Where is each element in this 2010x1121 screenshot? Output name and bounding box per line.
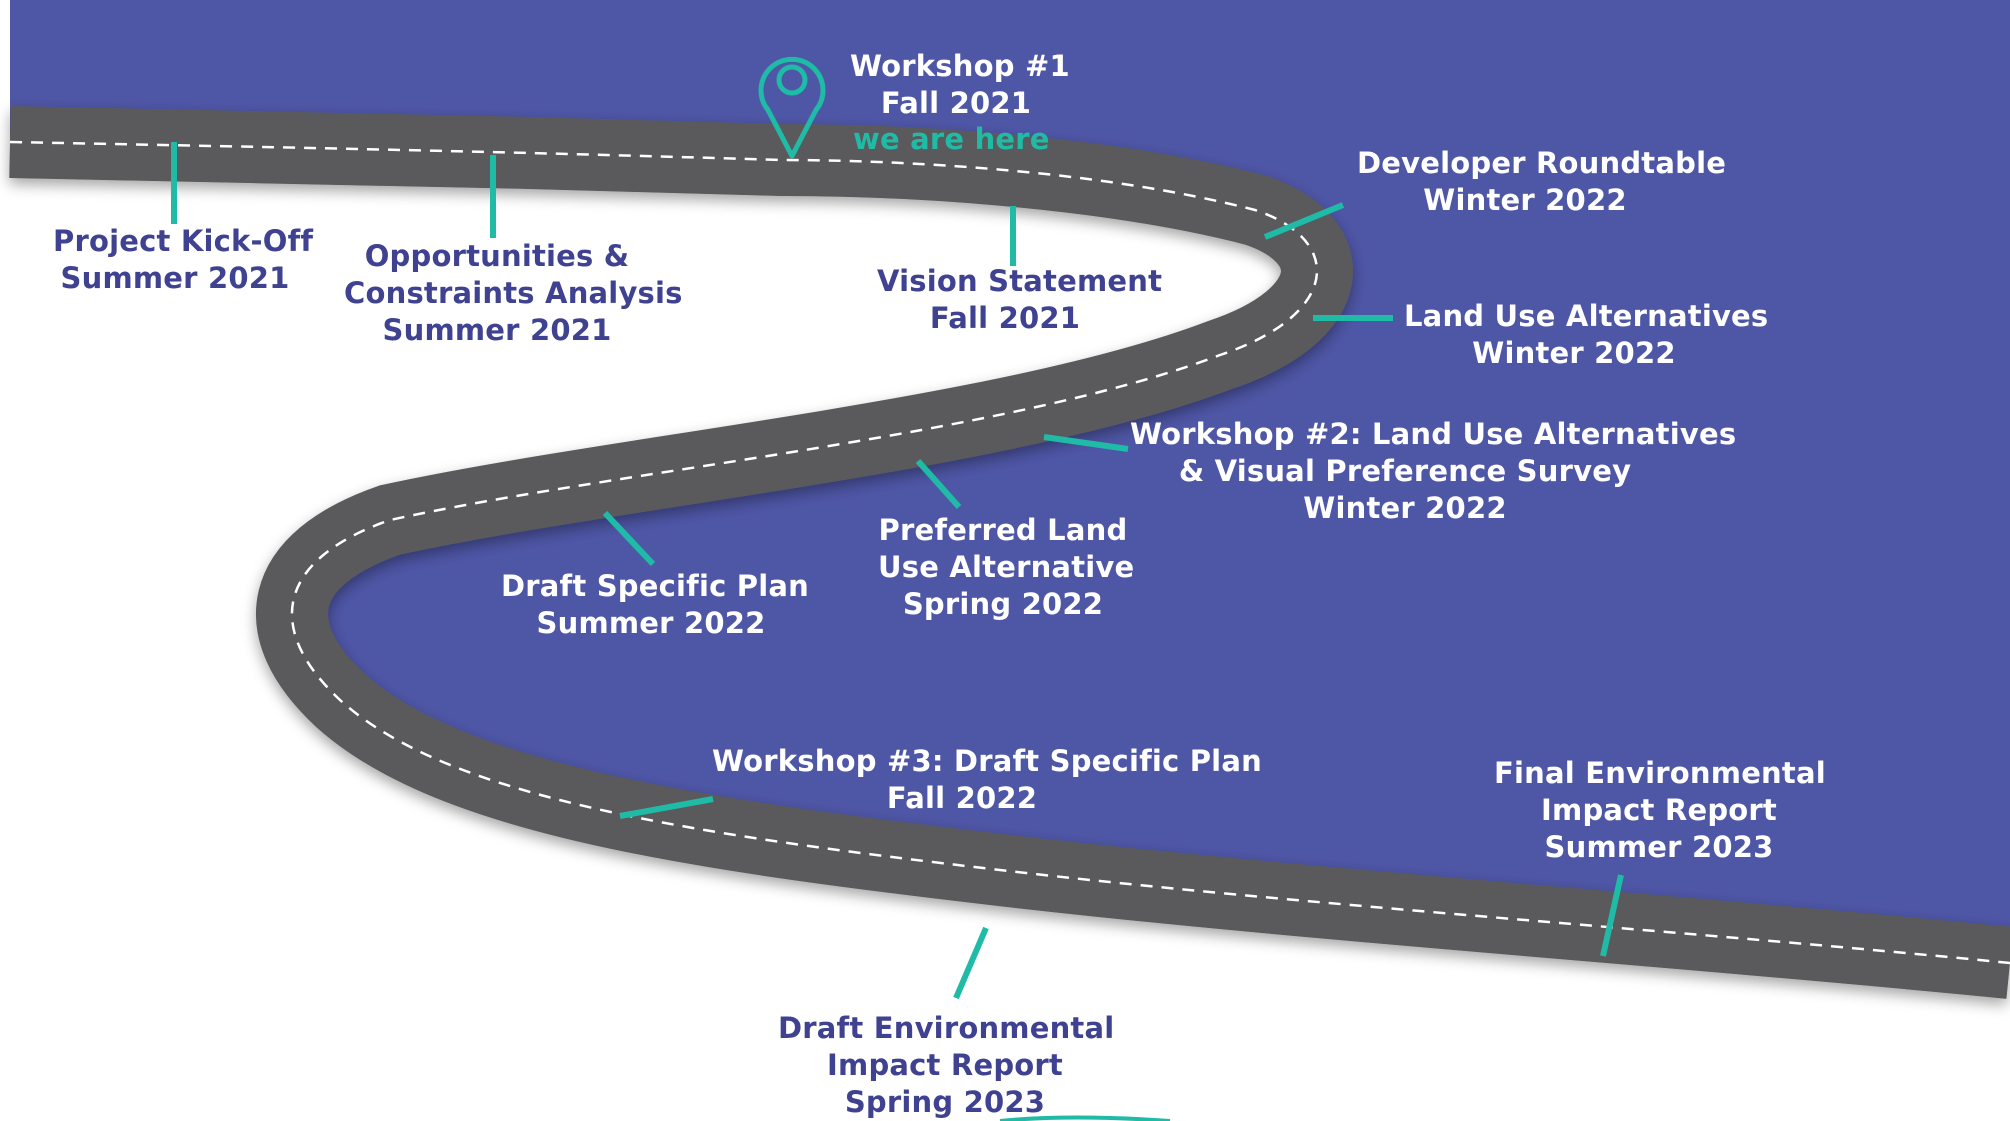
milestone-workshop3-title: Workshop #3: Draft Specific Plan	[712, 744, 1262, 778]
milestone-preferred-date: Spring 2022	[902, 587, 1104, 621]
milestone-workshop2-title-2: & Visual Preference Survey	[1178, 454, 1632, 488]
milestone-workshop2-title-1: Workshop #2: Land Use Alternatives	[1130, 417, 1737, 451]
milestone-developer: Developer Roundtable Winter 2022	[1357, 145, 1727, 219]
milestone-kickoff-date: Summer 2021	[60, 261, 290, 295]
milestone-drafteir-title-2: Impact Report	[827, 1048, 1063, 1082]
milestone-developer-title: Developer Roundtable	[1357, 146, 1727, 180]
milestone-vision: Vision Statement Fall 2021	[877, 263, 1163, 337]
milestone-workshop3: Workshop #3: Draft Specific Plan Fall 20…	[712, 743, 1262, 817]
milestone-workshop1: Workshop #1 Fall 2021	[850, 48, 1070, 122]
milestone-finaleir-title-1: Final Environmental	[1494, 756, 1826, 790]
milestone-drafteir-date: Spring 2023	[844, 1085, 1046, 1119]
milestone-drafteir-title-1: Draft Environmental	[778, 1011, 1115, 1045]
road-center-line	[9, 140, 2010, 965]
milestone-opportunities-title-1: Opportunities &	[364, 239, 630, 273]
milestone-draftplan: Draft Specific Plan Summer 2022	[501, 568, 810, 642]
milestone-draftplan-date: Summer 2022	[536, 606, 766, 640]
milestone-opportunities-title-2: Constraints Analysis	[344, 276, 683, 310]
milestone-workshop2-date: Winter 2022	[1303, 491, 1507, 525]
milestone-workshop1-date: Fall 2021	[880, 86, 1032, 120]
finaleir-tick	[1600, 874, 1624, 957]
milestone-developer-date: Winter 2022	[1423, 183, 1627, 217]
milestone-landuse-date: Winter 2022	[1472, 336, 1676, 370]
milestone-workshop1-title: Workshop #1	[850, 49, 1070, 83]
milestone-vision-date: Fall 2021	[929, 301, 1081, 335]
milestone-preferred-title-2: Use Alternative	[878, 550, 1135, 584]
location-pin-icon	[758, 56, 826, 159]
we-are-here-label: we are here	[853, 122, 1050, 156]
milestone-kickoff-title: Project Kick-Off	[53, 224, 314, 258]
milestone-draftplan-title: Draft Specific Plan	[501, 569, 810, 603]
milestone-landuse-title: Land Use Alternatives	[1404, 299, 1769, 333]
milestone-preferred-title-1: Preferred Land	[878, 513, 1128, 547]
milestone-finaleir: Final Environmental Impact Report Summer…	[1494, 755, 1826, 866]
preferred-tick	[915, 459, 962, 509]
milestone-kickoff: Project Kick-Off Summer 2021	[53, 223, 314, 297]
milestone-finaleir-title-2: Impact Report	[1541, 793, 1777, 827]
milestone-opportunities-date: Summer 2021	[382, 313, 612, 347]
developer-tick	[1263, 202, 1345, 240]
milestone-drafteir: Draft Environmental Impact Report Spring…	[778, 1010, 1115, 1121]
milestone-workshop2: Workshop #2: Land Use Alternatives & Vis…	[1130, 416, 1737, 527]
draftplan-tick	[602, 510, 656, 567]
milestone-preferred: Preferred Land Use Alternative Spring 20…	[878, 512, 1135, 623]
blue-region	[10, 0, 2010, 963]
workshop2-tick	[1043, 434, 1129, 452]
drafteir-tick	[953, 926, 989, 1000]
milestone-opportunities: Opportunities & Constraints Analysis Sum…	[344, 238, 683, 349]
bottom-accent-arc	[999, 1115, 1171, 1121]
workshop3-tick	[619, 796, 714, 819]
milestone-landuse: Land Use Alternatives Winter 2022	[1404, 298, 1769, 372]
milestone-finaleir-date: Summer 2023	[1544, 830, 1774, 864]
milestone-workshop3-date: Fall 2022	[886, 781, 1038, 815]
milestone-vision-title: Vision Statement	[877, 264, 1163, 298]
